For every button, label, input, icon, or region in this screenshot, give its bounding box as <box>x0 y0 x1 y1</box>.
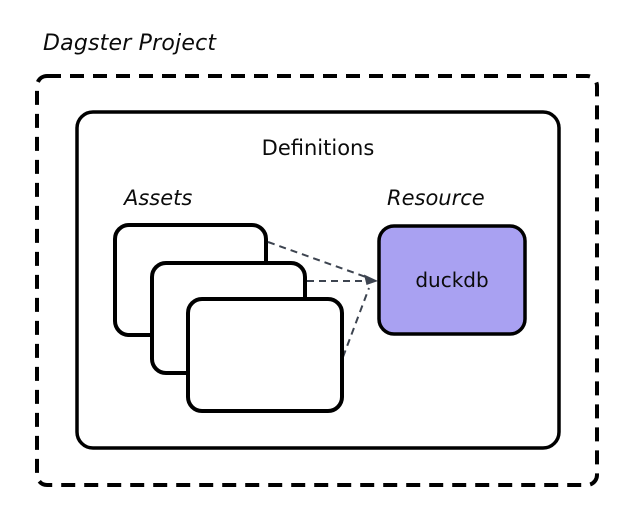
project-boundary-box <box>35 74 599 487</box>
resource-label: Resource <box>387 186 485 210</box>
resource-node-label: duckdb <box>415 268 489 292</box>
resource-node-box <box>377 224 527 336</box>
connector-asset3-to-resource <box>342 287 370 358</box>
connector-arrowhead <box>364 274 378 285</box>
assets-label: Assets <box>124 186 193 210</box>
asset-box-front <box>186 297 344 413</box>
definitions-label: Definitions <box>261 136 375 160</box>
connector-asset1-to-resource <box>267 241 367 278</box>
project-title: Dagster Project <box>43 31 217 56</box>
